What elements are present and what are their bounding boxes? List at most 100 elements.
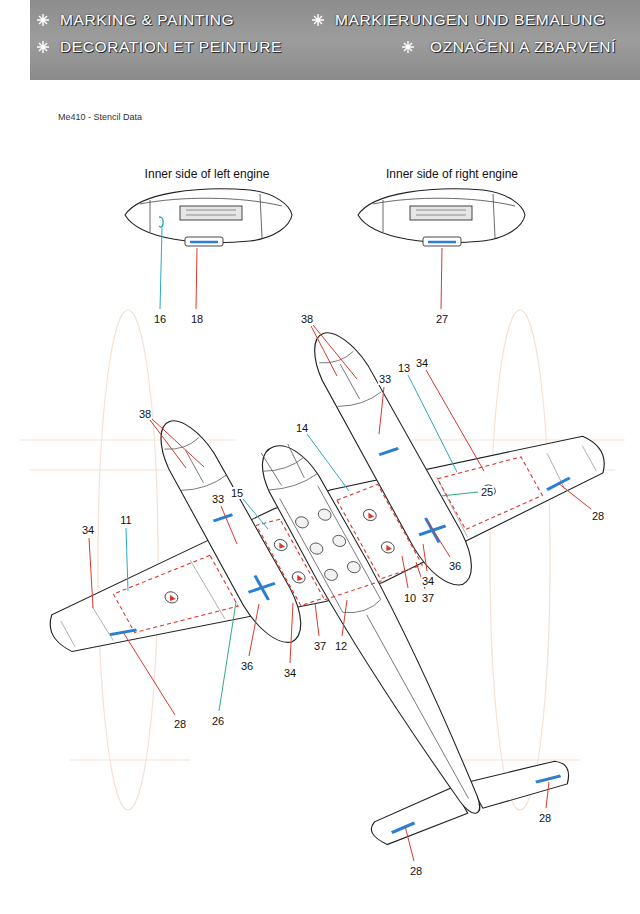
leader-line [423,544,427,571]
leader-line [89,538,93,608]
callout-number: 36 [240,660,254,672]
callout-number: 34 [415,357,429,369]
leader-line [402,556,408,588]
callout-number-holder: 36 [240,656,254,674]
leader-line [126,528,128,591]
callout-number-holder: 28 [173,714,187,732]
callout-number-holder: 13 [397,358,411,376]
callout-number: 34 [283,667,297,679]
sheet-title-holder: Me410 - Stencil Data [58,106,142,124]
callout-number-holder: 28 [409,861,423,879]
callout-number: 38 [300,313,314,325]
header-text: OZNAČENI A ZBARVENÍ [430,38,616,56]
callout-number-holder: 25 [480,482,494,500]
right-engine-nacelle [300,326,487,593]
callout-number-holder: 37 [313,636,327,654]
header-band [30,0,640,80]
callout-number-holder: 34 [421,571,435,589]
leader-line [441,492,478,496]
callout-number-holder: 38 [300,309,314,327]
callout-number: 14 [295,422,309,434]
header-text-holder: DECORATION ET PEINTURE [60,38,282,56]
leader-line [290,603,293,663]
callout-number: 37 [421,592,435,604]
leader-line [243,499,268,529]
leader-line [342,600,347,636]
callout-number: 18 [190,313,204,325]
callout-number: 28 [538,812,552,824]
leader-line [558,483,591,509]
callout-number: 38 [138,408,152,420]
view-caption-holder: Inner side of left engine [145,164,270,182]
view-caption: Inner side of left engine [145,167,270,181]
callout-number-holder: 34 [415,353,429,371]
callout-number: 27 [435,313,449,325]
red-dashed-areas [104,439,557,658]
leader-line [219,602,236,711]
leader-line [221,506,237,544]
callout-number-holder: 18 [190,309,204,327]
sheet-title: Me410 - Stencil Data [58,112,142,122]
view-caption: Inner side of right engine [386,167,518,181]
leader-line [160,228,162,309]
leader-line [150,420,186,468]
callout-number: 16 [153,313,167,325]
header-text: MARKIERUNGEN UND BEMALUNG [335,11,606,29]
header-text: DECORATION ET PEINTURE [60,38,282,56]
callout-number: 28 [591,510,605,522]
left-engine-side-view [125,189,292,246]
belly-panels [293,508,362,582]
callout-number: 33 [378,373,392,385]
callout-number: 28 [409,865,423,877]
callout-number: 34 [421,575,435,587]
leader-line [313,325,357,379]
callout-number-holder: 16 [153,309,167,327]
leader-line [441,248,442,309]
callout-number-holder: 34 [283,663,297,681]
leader-line [546,782,549,808]
left-engine-nacelle [146,414,316,650]
callout-number-holder: 28 [538,808,552,826]
callout-number: 13 [397,362,411,374]
callout-number: 33 [211,493,225,505]
callout-number-holder: 37 [421,588,435,606]
leader-line [426,370,484,471]
callout-number: 28 [173,718,187,730]
callout-number: 36 [448,560,462,572]
leader-lines [89,228,591,861]
aircraft-underside [0,273,640,906]
callout-number: 15 [230,487,244,499]
callout-number-holder: 11 [119,510,132,528]
callout-number: 34 [81,524,95,536]
callout-number-holder: 15 [230,483,244,501]
header-text: MARKING & PAINTING [60,11,234,29]
leader-line [196,248,197,309]
callout-number-holder: 27 [435,309,449,327]
callout-number: 26 [211,715,225,727]
callout-number: 10 [403,592,417,604]
filler-caps [156,470,509,624]
leader-line [379,387,384,434]
leader-line [428,522,450,557]
callout-number-holder: 38 [138,404,152,422]
leader-line [249,604,259,656]
leader-line [307,434,349,491]
view-caption-holder: Inner side of right engine [386,164,518,182]
leader-line [123,632,175,715]
callout-number-holder: 34 [81,520,95,538]
callout-number-holder: 33 [211,489,225,507]
callout-number: 11 [119,514,132,526]
callout-number-holder: 36 [448,556,462,574]
header-text-holder: MARKIERUNGEN UND BEMALUNG [335,11,606,29]
blue-stencil-marks [68,404,640,881]
callout-number-holder: 33 [378,369,392,387]
leader-line [408,375,457,472]
callout-number: 37 [313,640,327,652]
header-text-holder: OZNAČENI A ZBARVENÍ [430,38,616,56]
callout-number-holder: 12 [334,636,348,654]
callout-number-holder: 28 [591,506,605,524]
callout-number-holder: 26 [211,711,225,729]
leader-line [152,419,204,467]
